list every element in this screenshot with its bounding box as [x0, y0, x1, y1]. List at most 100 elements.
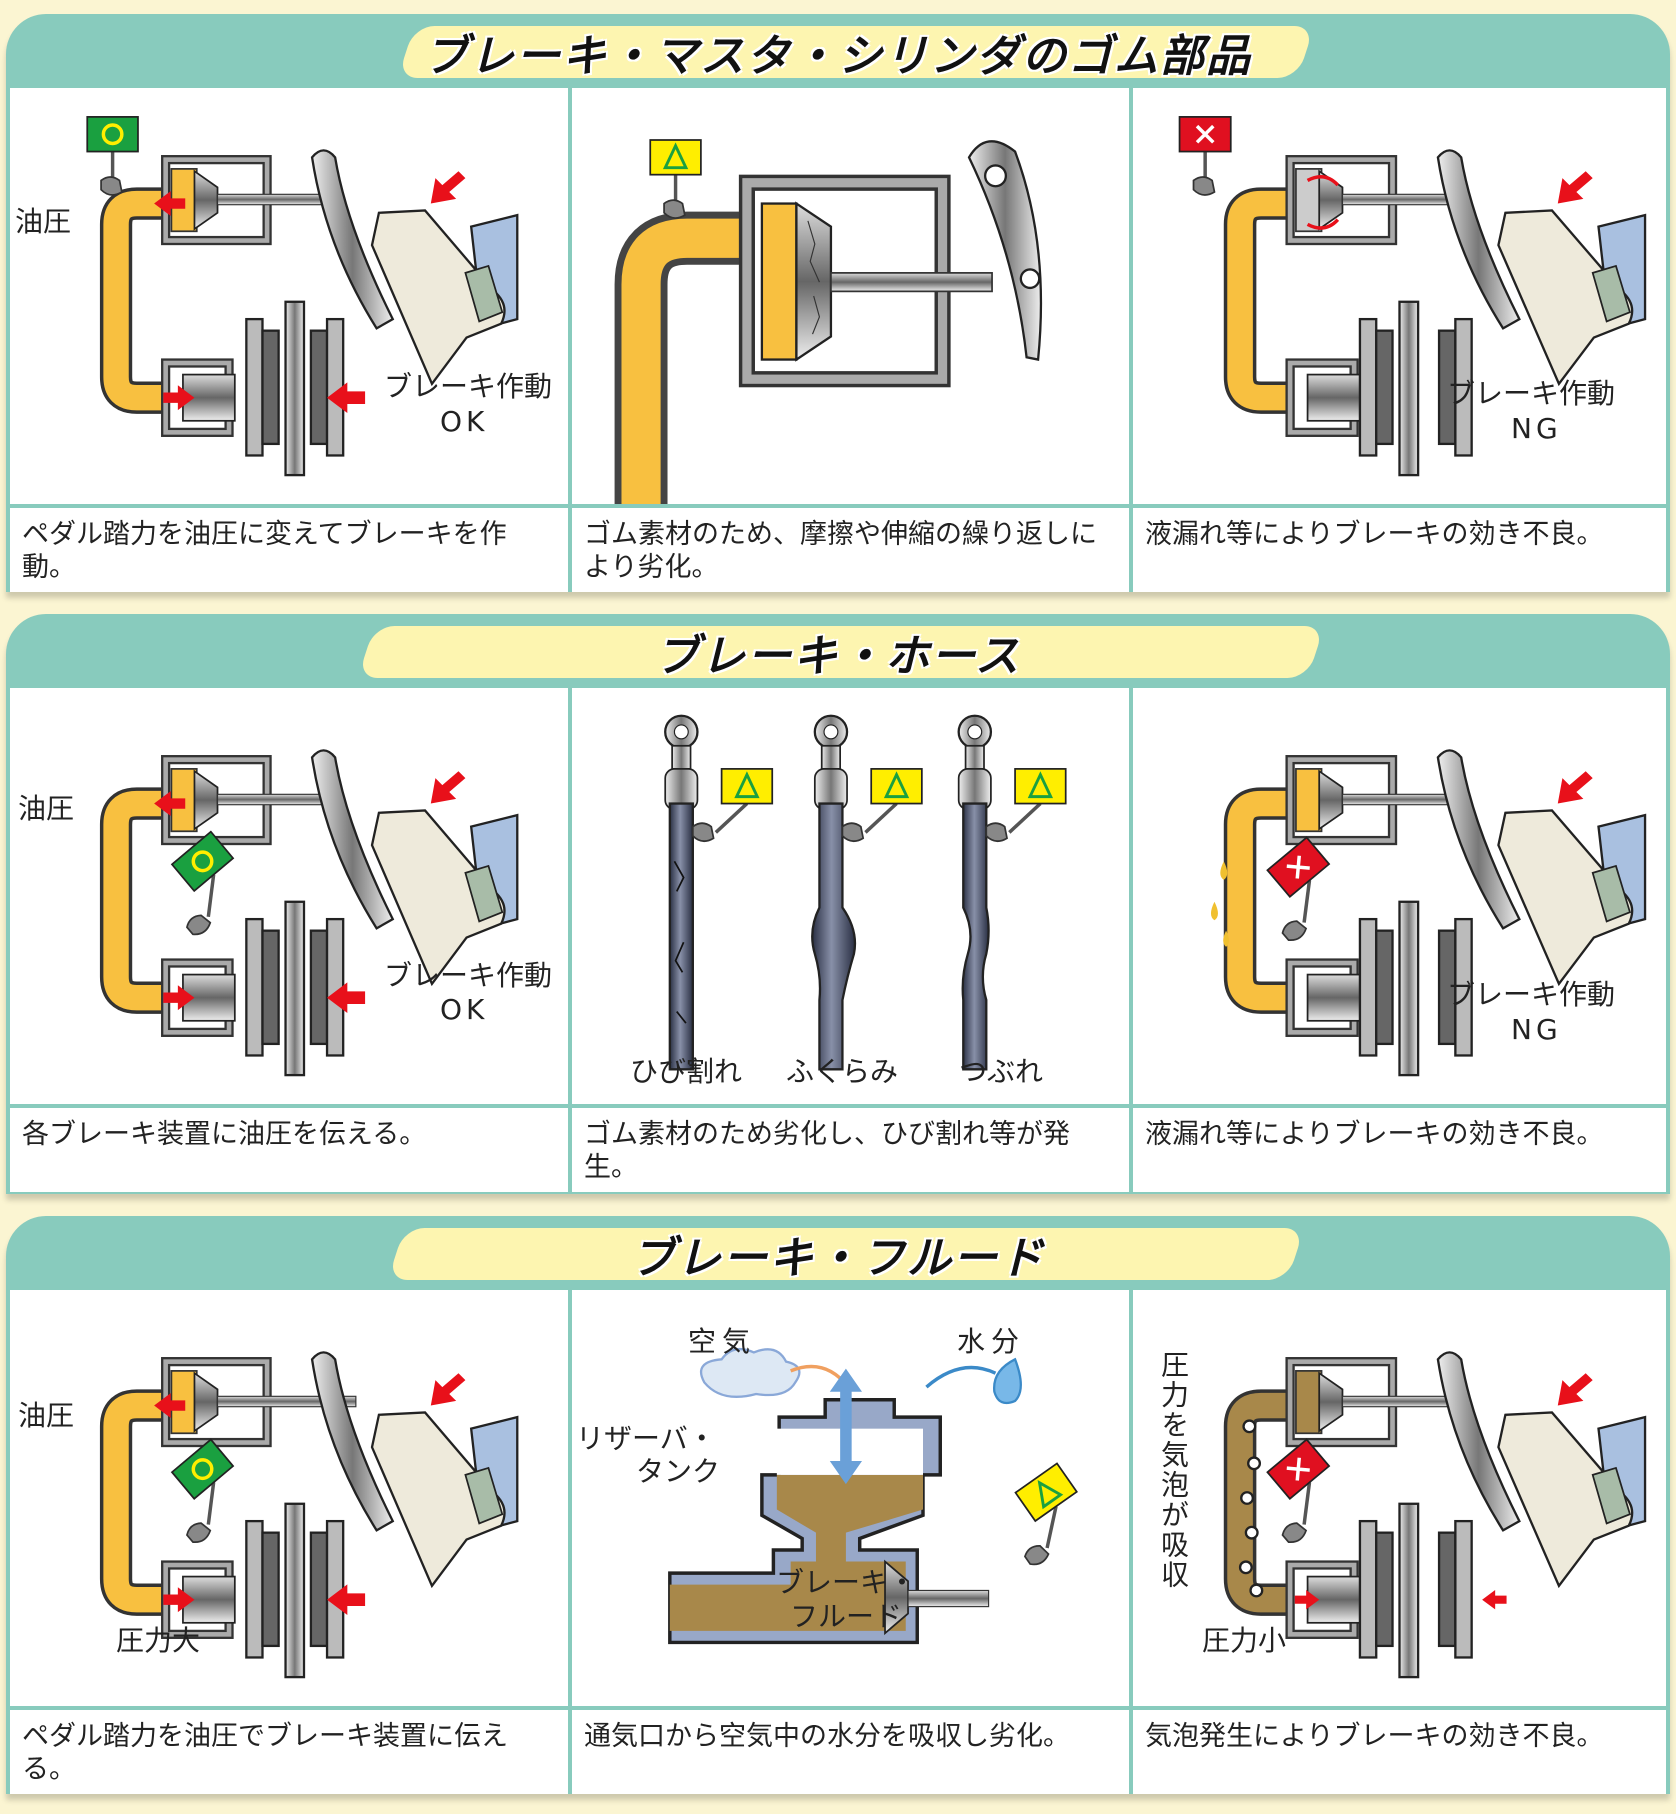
hydraulic-line — [621, 218, 768, 504]
hand-icon — [1281, 920, 1308, 942]
brake-pad-inner — [245, 317, 264, 457]
hand-icon — [186, 914, 212, 936]
force-label: 圧力小 — [1202, 1624, 1287, 1657]
hose-fitting — [964, 744, 985, 770]
red-arrow-icon — [327, 1584, 366, 1615]
cracked-hose — [668, 802, 694, 1071]
red-arrow-icon — [1557, 1373, 1593, 1406]
caption: ペダル踏力を油圧に変えてブレーキを作動。 — [10, 508, 568, 592]
hose-fitting — [671, 744, 692, 770]
panel-bubbles: 圧力を気泡が吸収 圧力小 — [1133, 1290, 1666, 1706]
pressure-label: 油圧 — [18, 792, 75, 825]
caption: ペダル踏力を油圧でブレーキ装置に伝える。 — [10, 1710, 568, 1794]
hose-label-crack: ひび割れ — [630, 1055, 743, 1088]
triangle-warning-icon — [1027, 771, 1054, 799]
panel-ng: ブレーキ作動 NG — [1133, 88, 1666, 504]
red-arrow-icon — [1294, 1589, 1320, 1610]
shoe-heel — [464, 864, 504, 923]
caliper-piston — [1306, 373, 1361, 422]
push-rod — [907, 1589, 990, 1608]
action-label: ブレーキ作動 — [384, 370, 553, 403]
sign-stick — [1008, 802, 1042, 834]
brake-pedal — [1436, 749, 1521, 930]
hose-damage-illustration — [664, 714, 1067, 1071]
sign-board — [170, 830, 235, 893]
section-brake-hose: ブレーキ・ホース — [6, 614, 1670, 1194]
hydraulic-line — [1227, 190, 1308, 411]
piston-cup — [884, 1559, 909, 1636]
brake-pad-inner — [245, 917, 264, 1057]
panel-worn-rubber — [572, 88, 1129, 504]
red-arrow-icon — [430, 1373, 466, 1406]
brake-system-illustration — [99, 749, 519, 1077]
air-bubble — [1240, 1491, 1255, 1505]
sign-stick — [206, 874, 216, 918]
judgement-sign — [1014, 1462, 1078, 1566]
air-label: 空気 — [688, 1325, 757, 1358]
red-arrow-icon — [1482, 1589, 1507, 1610]
air-bubble — [1242, 1419, 1257, 1434]
brake-disc — [1398, 1502, 1420, 1679]
cross-ng-icon — [1286, 1457, 1310, 1481]
section-header: ブレーキ・ホース — [6, 614, 1670, 690]
pressure-label: 油圧 — [15, 205, 72, 238]
piston-cup — [193, 769, 219, 831]
judgement-sign — [1266, 836, 1331, 942]
cross-ng-icon — [1286, 855, 1310, 879]
circle-ok-icon — [191, 850, 214, 873]
result-label: OK — [440, 405, 489, 438]
hydraulic-line — [1227, 790, 1308, 1011]
hydraulic-line — [1227, 1392, 1308, 1613]
hose-label-crush: つぶれ — [959, 1055, 1044, 1088]
water-drop-icon — [993, 1357, 1022, 1405]
triangle-warning-icon — [734, 771, 760, 799]
section-brake-fluid: ブレーキ・フルード — [6, 1216, 1670, 1794]
leak-arrows — [1306, 175, 1340, 230]
master-piston-chamber — [1295, 768, 1323, 833]
brake-disc — [1398, 900, 1420, 1077]
brake-system-illustration — [99, 1351, 519, 1679]
brake-pad-outer — [309, 1531, 329, 1648]
shoe-heel — [464, 264, 504, 323]
result-label: NG — [1511, 412, 1562, 445]
air-bubble — [1249, 1583, 1264, 1598]
red-arrow-icon — [154, 1393, 186, 1419]
hose-item — [664, 714, 774, 1071]
brake-disc — [284, 900, 306, 1077]
brake-disc — [284, 1502, 306, 1679]
hydraulic-line — [103, 1392, 183, 1613]
reservoir-tank-illustration — [668, 1347, 1078, 1645]
section-title: ブレーキ・フルード — [631, 1233, 1045, 1284]
hose-fitting — [820, 744, 842, 770]
shoe-heel — [464, 1466, 504, 1525]
brake-fluid — [669, 1474, 924, 1631]
brake-pedal — [1436, 1351, 1521, 1532]
air-bubble — [1238, 1560, 1253, 1575]
hand-icon — [841, 822, 865, 843]
brake-pedal — [310, 1351, 395, 1532]
caption: ゴム素材のため劣化し、ひび割れ等が発生。 — [572, 1108, 1129, 1192]
reservoir-label-2: タンク — [636, 1455, 721, 1488]
sign-stick — [714, 802, 749, 834]
brake-system-illustration — [86, 116, 519, 477]
brake-pedal — [310, 149, 395, 330]
panel-reservoir: 空気 水分 リザーバ・ タンク ブレーキ・ フルード — [572, 1290, 1129, 1706]
sign-board — [170, 1438, 235, 1500]
piston-cup — [1318, 769, 1344, 831]
brake-system-illustration — [1210, 749, 1647, 1077]
triangle-warning-icon — [883, 771, 910, 799]
brake-pad-outer — [309, 929, 329, 1046]
judgement-sign — [1178, 116, 1232, 196]
caption: ゴム素材のため、摩擦や伸縮の繰り返しにより劣化。 — [572, 508, 1129, 592]
hydraulic-line — [103, 190, 183, 411]
hand-icon — [691, 822, 715, 843]
judgement-sign — [649, 139, 702, 219]
sign-stick — [1045, 1506, 1058, 1549]
brake-pad-inner — [1358, 1519, 1378, 1659]
judgement-sign — [691, 768, 774, 843]
hose-item — [957, 714, 1067, 1071]
red-arrow-icon — [430, 171, 466, 204]
red-arrow-icon — [327, 982, 366, 1013]
air-bubble — [1244, 1525, 1259, 1540]
hand-icon — [100, 176, 123, 196]
